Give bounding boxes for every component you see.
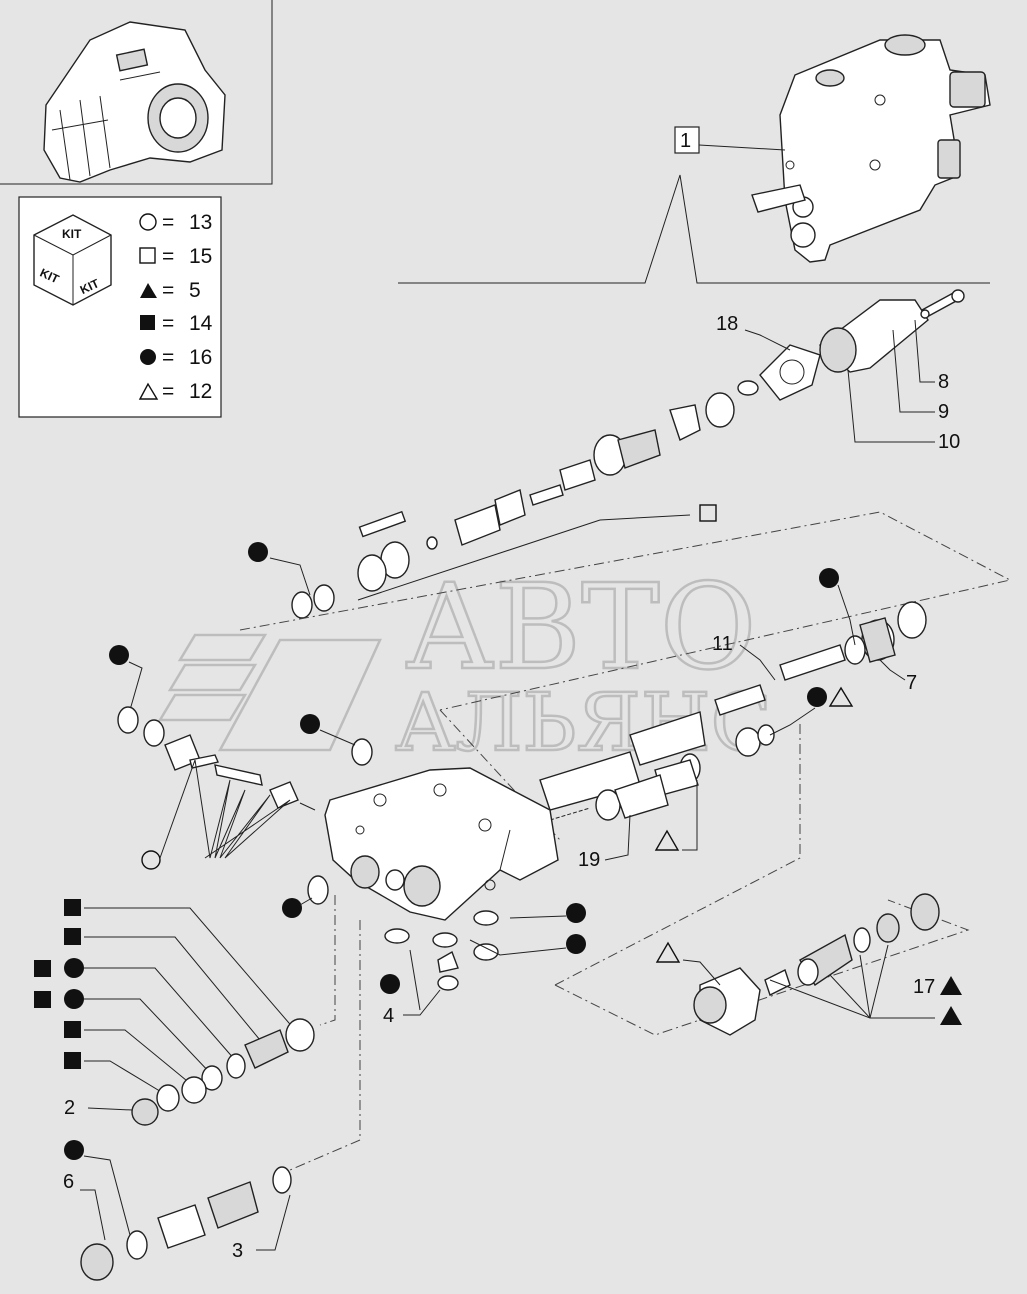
callout-6: 6 bbox=[63, 1171, 74, 1193]
callout-19: 19 bbox=[578, 849, 600, 871]
callout-2: 2 bbox=[64, 1097, 75, 1119]
callout-1: 1 bbox=[680, 130, 691, 152]
legend-equals: = bbox=[162, 380, 174, 403]
callout-10: 10 bbox=[938, 431, 960, 453]
legend-value: 16 bbox=[189, 346, 212, 369]
plug-spring-parts bbox=[80, 1166, 292, 1281]
square-filled-icon bbox=[64, 928, 81, 945]
kit-cube-icon: KIT KIT KIT bbox=[33, 214, 112, 306]
control-valve-assembly bbox=[751, 34, 991, 263]
triangle-filled-icon bbox=[940, 976, 962, 995]
circle-outline-icon bbox=[141, 850, 161, 870]
square-outline-icon bbox=[699, 504, 717, 522]
callout-17: 17 bbox=[913, 976, 935, 998]
callout-8: 8 bbox=[938, 371, 949, 393]
circle-filled-icon bbox=[807, 687, 827, 707]
circle-filled-icon bbox=[64, 989, 84, 1009]
spool-train-upper bbox=[291, 380, 759, 619]
legend-equals: = bbox=[162, 245, 174, 268]
watermark-line-1: АВТО bbox=[405, 558, 757, 696]
circle-filled-icon bbox=[819, 568, 839, 588]
legend-row-circle-filled: = 16 bbox=[140, 346, 212, 369]
square-filled-icon bbox=[140, 315, 155, 330]
spool-train-lower bbox=[539, 601, 927, 821]
triangle-outline-icon bbox=[654, 829, 680, 851]
square-filled-icon bbox=[64, 1021, 81, 1038]
square-filled-icon bbox=[34, 960, 51, 977]
relief-valve-parts bbox=[117, 706, 316, 811]
legend-equals: = bbox=[162, 211, 174, 234]
seal-kit-small bbox=[384, 910, 499, 991]
circle-filled-icon bbox=[248, 542, 268, 562]
legend-equals: = bbox=[162, 346, 174, 369]
spool-cap-assembly bbox=[759, 289, 965, 401]
triangle-outline-icon bbox=[828, 686, 854, 707]
circle-filled-icon bbox=[109, 645, 129, 665]
legend-value: 5 bbox=[189, 279, 201, 302]
callout-4: 4 bbox=[383, 1005, 394, 1027]
valve-body bbox=[324, 767, 559, 921]
adjuster-assembly bbox=[693, 893, 940, 1036]
callout-18: 18 bbox=[716, 313, 738, 335]
callout-9: 9 bbox=[938, 401, 949, 423]
relief-cartridge-parts bbox=[131, 1018, 315, 1126]
square-filled-icon bbox=[34, 991, 51, 1008]
gearbox-housing-drawing bbox=[43, 21, 226, 183]
legend-row-circle-outline: = 13 bbox=[139, 211, 212, 234]
callout-box-1 bbox=[674, 126, 700, 154]
circle-filled-icon bbox=[64, 1140, 84, 1160]
kit-label-top: KIT bbox=[62, 227, 82, 241]
kit-legend: KIT KIT KIT = 13 = 15 = 5 = 14 = 16 bbox=[18, 196, 222, 418]
callout-3: 3 bbox=[232, 1240, 243, 1262]
triangle-outline-icon bbox=[655, 941, 681, 963]
overview-thumbnail bbox=[0, 0, 273, 185]
triangle-outline-icon bbox=[138, 382, 159, 400]
circle-filled-icon bbox=[566, 903, 586, 923]
circle-filled-icon bbox=[380, 974, 400, 994]
square-filled-icon bbox=[64, 1052, 81, 1069]
square-outline-icon bbox=[139, 247, 156, 264]
watermark-line-2: АЛЬЯНС bbox=[395, 676, 772, 769]
legend-row-triangle-outline: = 12 bbox=[138, 380, 212, 403]
legend-row-square-filled: = 14 bbox=[140, 312, 213, 335]
circle-filled-icon bbox=[300, 714, 320, 734]
legend-value: 15 bbox=[189, 245, 212, 268]
circle-filled-icon bbox=[64, 958, 84, 978]
triangle-filled-icon bbox=[940, 1006, 962, 1025]
callout-7: 7 bbox=[906, 672, 917, 694]
circle-filled-icon bbox=[140, 349, 156, 365]
circle-filled-icon bbox=[566, 934, 586, 954]
legend-row-square-outline: = 15 bbox=[139, 245, 212, 268]
legend-equals: = bbox=[162, 279, 174, 302]
watermark: АВТО АЛЬЯНС bbox=[157, 557, 773, 770]
legend-value: 12 bbox=[189, 380, 212, 403]
legend-value: 13 bbox=[189, 211, 212, 234]
watermark-logo-icon bbox=[157, 633, 382, 752]
circle-filled-icon bbox=[282, 898, 302, 918]
legend-value: 14 bbox=[189, 312, 213, 335]
circle-outline-icon bbox=[139, 213, 157, 231]
legend-equals: = bbox=[162, 312, 174, 335]
callout-11: 11 bbox=[712, 633, 733, 655]
triangle-filled-icon bbox=[140, 283, 157, 298]
legend-row-triangle-filled: = 5 bbox=[140, 279, 201, 302]
square-filled-icon bbox=[64, 899, 81, 916]
